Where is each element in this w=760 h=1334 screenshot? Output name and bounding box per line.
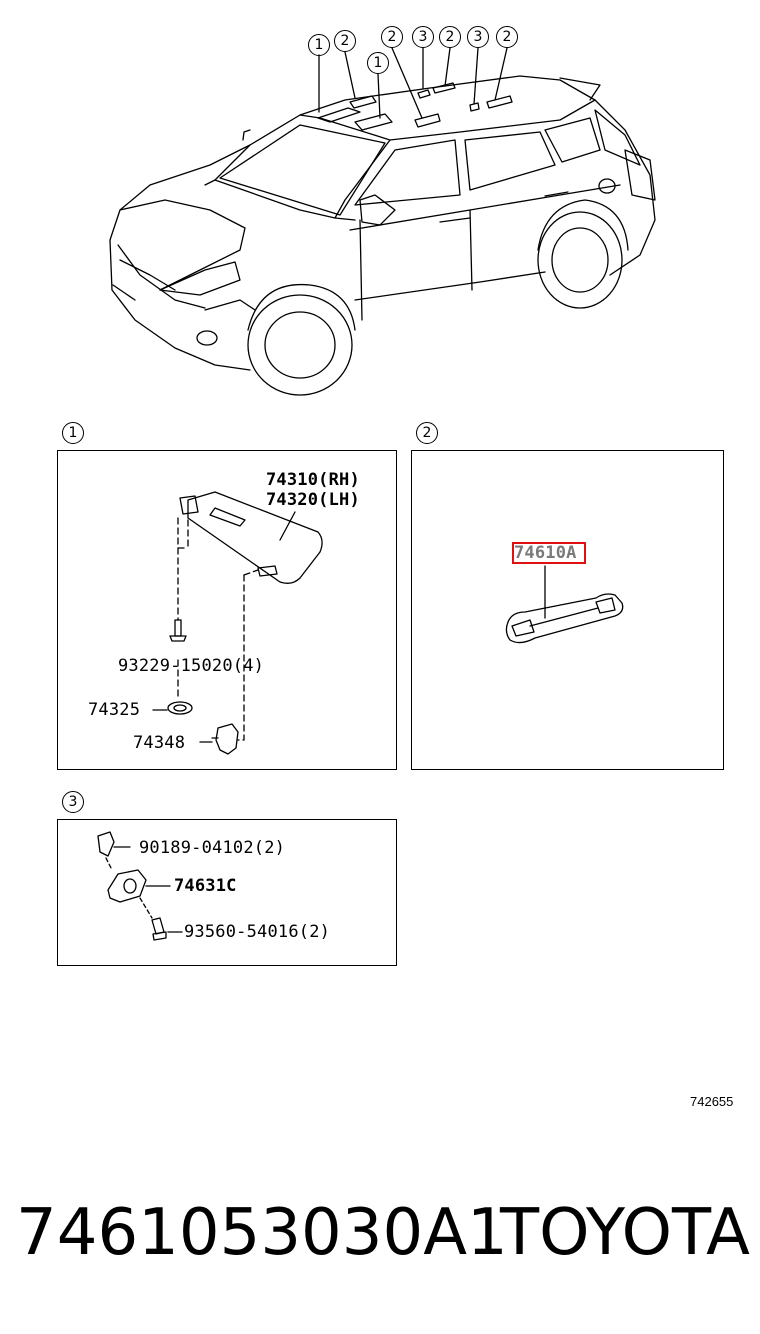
- label-74310-rh: 74310(RH): [266, 470, 360, 490]
- label-74320-lh: 74320(LH): [266, 490, 360, 510]
- figure-reference-number: 742655: [690, 1094, 734, 1109]
- highlight-box-74610a: [512, 542, 586, 564]
- panel-1-index: 1: [62, 422, 84, 444]
- callout-2-grip-mid: 2: [439, 26, 461, 48]
- label-74325: 74325: [88, 700, 141, 720]
- label-93229-15020: 93229-15020(4): [118, 656, 265, 676]
- callout-3-hook-front: 3: [412, 26, 434, 48]
- coat-hook-drawing: [97, 831, 183, 941]
- label-90189-04102: 90189-04102(2): [139, 838, 286, 858]
- label-93560-54016: 93560-54016(2): [184, 922, 331, 942]
- callout-2-grip-front: 2: [381, 26, 403, 48]
- sun-visor-drawing: [152, 491, 323, 755]
- panel-2-index: 2: [416, 422, 438, 444]
- callout-3-hook-rear: 3: [467, 26, 489, 48]
- panel-1-sun-visor: [57, 450, 397, 770]
- panel-2-assist-grip: [411, 450, 724, 770]
- callout-2-grip-rear: 2: [496, 26, 518, 48]
- panel-3-index: 3: [62, 791, 84, 813]
- label-74610a[interactable]: 74610A: [514, 543, 577, 563]
- label-74348: 74348: [133, 733, 186, 753]
- footer-part-number: 7461053030A1: [16, 1196, 508, 1270]
- vehicle-overview-drawing: [109, 47, 656, 396]
- callout-1-visor-right: 1: [367, 52, 389, 74]
- label-74631c: 74631C: [174, 876, 237, 896]
- assist-grip-drawing: [505, 565, 624, 644]
- callout-2-grip-left: 2: [334, 30, 356, 52]
- footer-brand: TOYOTA: [500, 1196, 750, 1270]
- callout-1-visor-left: 1: [308, 34, 330, 56]
